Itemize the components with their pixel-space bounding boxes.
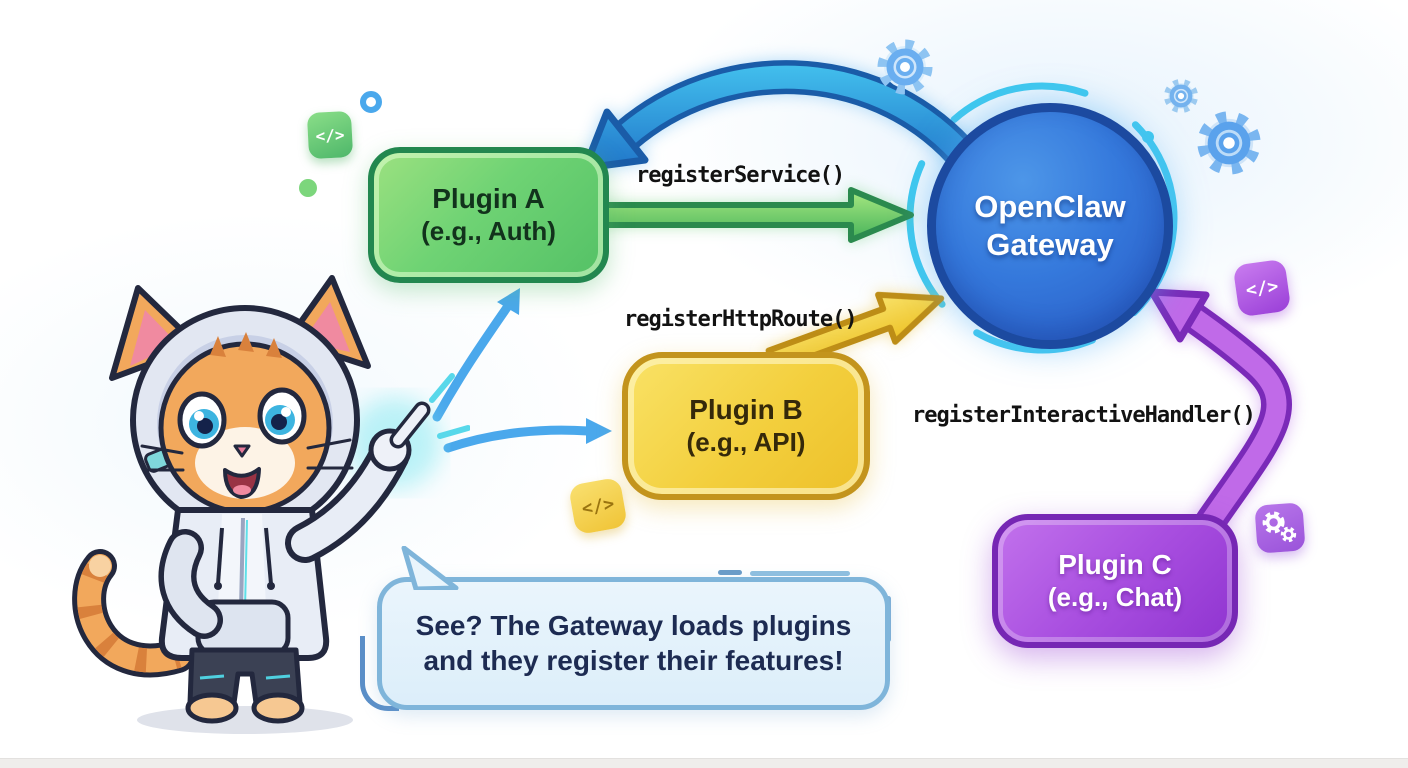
bottom-edge-strip	[0, 758, 1408, 768]
plugin-c-node: Plugin C (e.g., Chat)	[992, 514, 1238, 648]
call-label-register-interactive-handler: registerInteractiveHandler()	[912, 403, 1256, 428]
arrow-gateway-to-plugin-a	[581, 60, 977, 172]
bubble-accent-corner	[360, 636, 399, 711]
bubble-accent-dash	[750, 571, 850, 576]
plugin-a-node: Plugin A (e.g., Auth)	[368, 147, 609, 283]
code-glyph: </>	[580, 492, 616, 520]
arrow-mascot-to-plugin-b	[443, 418, 612, 453]
gear-icon	[877, 39, 933, 95]
code-glyph: </>	[1244, 275, 1280, 301]
speech-bubble-line2: and they register their features!	[423, 644, 844, 676]
speech-bubble: See? The Gateway loads plugins and they …	[377, 546, 890, 710]
call-label-register-service: registerService()	[636, 163, 845, 188]
gear-icon	[1197, 111, 1261, 175]
ring-dot	[360, 91, 382, 113]
gateway-title-line1: OpenClaw	[974, 189, 1126, 225]
bubble-accent-dash	[718, 570, 742, 575]
plugin-a-subtitle: (e.g., Auth)	[421, 216, 556, 247]
code-glyph: </>	[315, 124, 345, 146]
code-icon: </>	[306, 110, 354, 160]
plugin-c-subtitle: (e.g., Chat)	[1047, 582, 1183, 613]
cyan-dot	[1142, 131, 1154, 143]
plugin-a-title: Plugin A	[432, 183, 545, 215]
plugin-b-node: Plugin B (e.g., API)	[622, 352, 870, 500]
plugin-b-title: Plugin B	[689, 394, 803, 426]
speech-bubble-tail	[401, 546, 459, 590]
arrow-register-service	[593, 187, 914, 243]
gear-icon	[1163, 78, 1199, 114]
arrow-register-interactive-handler	[1148, 288, 1292, 538]
code-icon: </>	[568, 476, 628, 536]
gateway-node: OpenClaw Gateway	[927, 103, 1173, 349]
gateway-ring	[906, 82, 1178, 354]
cat-mascot	[50, 248, 471, 753]
call-label-register-http-route: registerHttpRoute()	[624, 307, 858, 332]
code-icon: </>	[1232, 258, 1292, 318]
plugin-c-title: Plugin C	[1058, 549, 1172, 581]
arrow-mascot-to-plugin-a	[432, 288, 520, 422]
green-dot	[299, 179, 317, 197]
gateway-title-line2: Gateway	[986, 227, 1114, 262]
plugin-b-subtitle: (e.g., API)	[686, 427, 806, 458]
speech-bubble-line1: See? The Gateway loads plugins	[415, 610, 852, 642]
mascot-shadow	[137, 706, 353, 734]
gears-icon	[1254, 502, 1306, 554]
